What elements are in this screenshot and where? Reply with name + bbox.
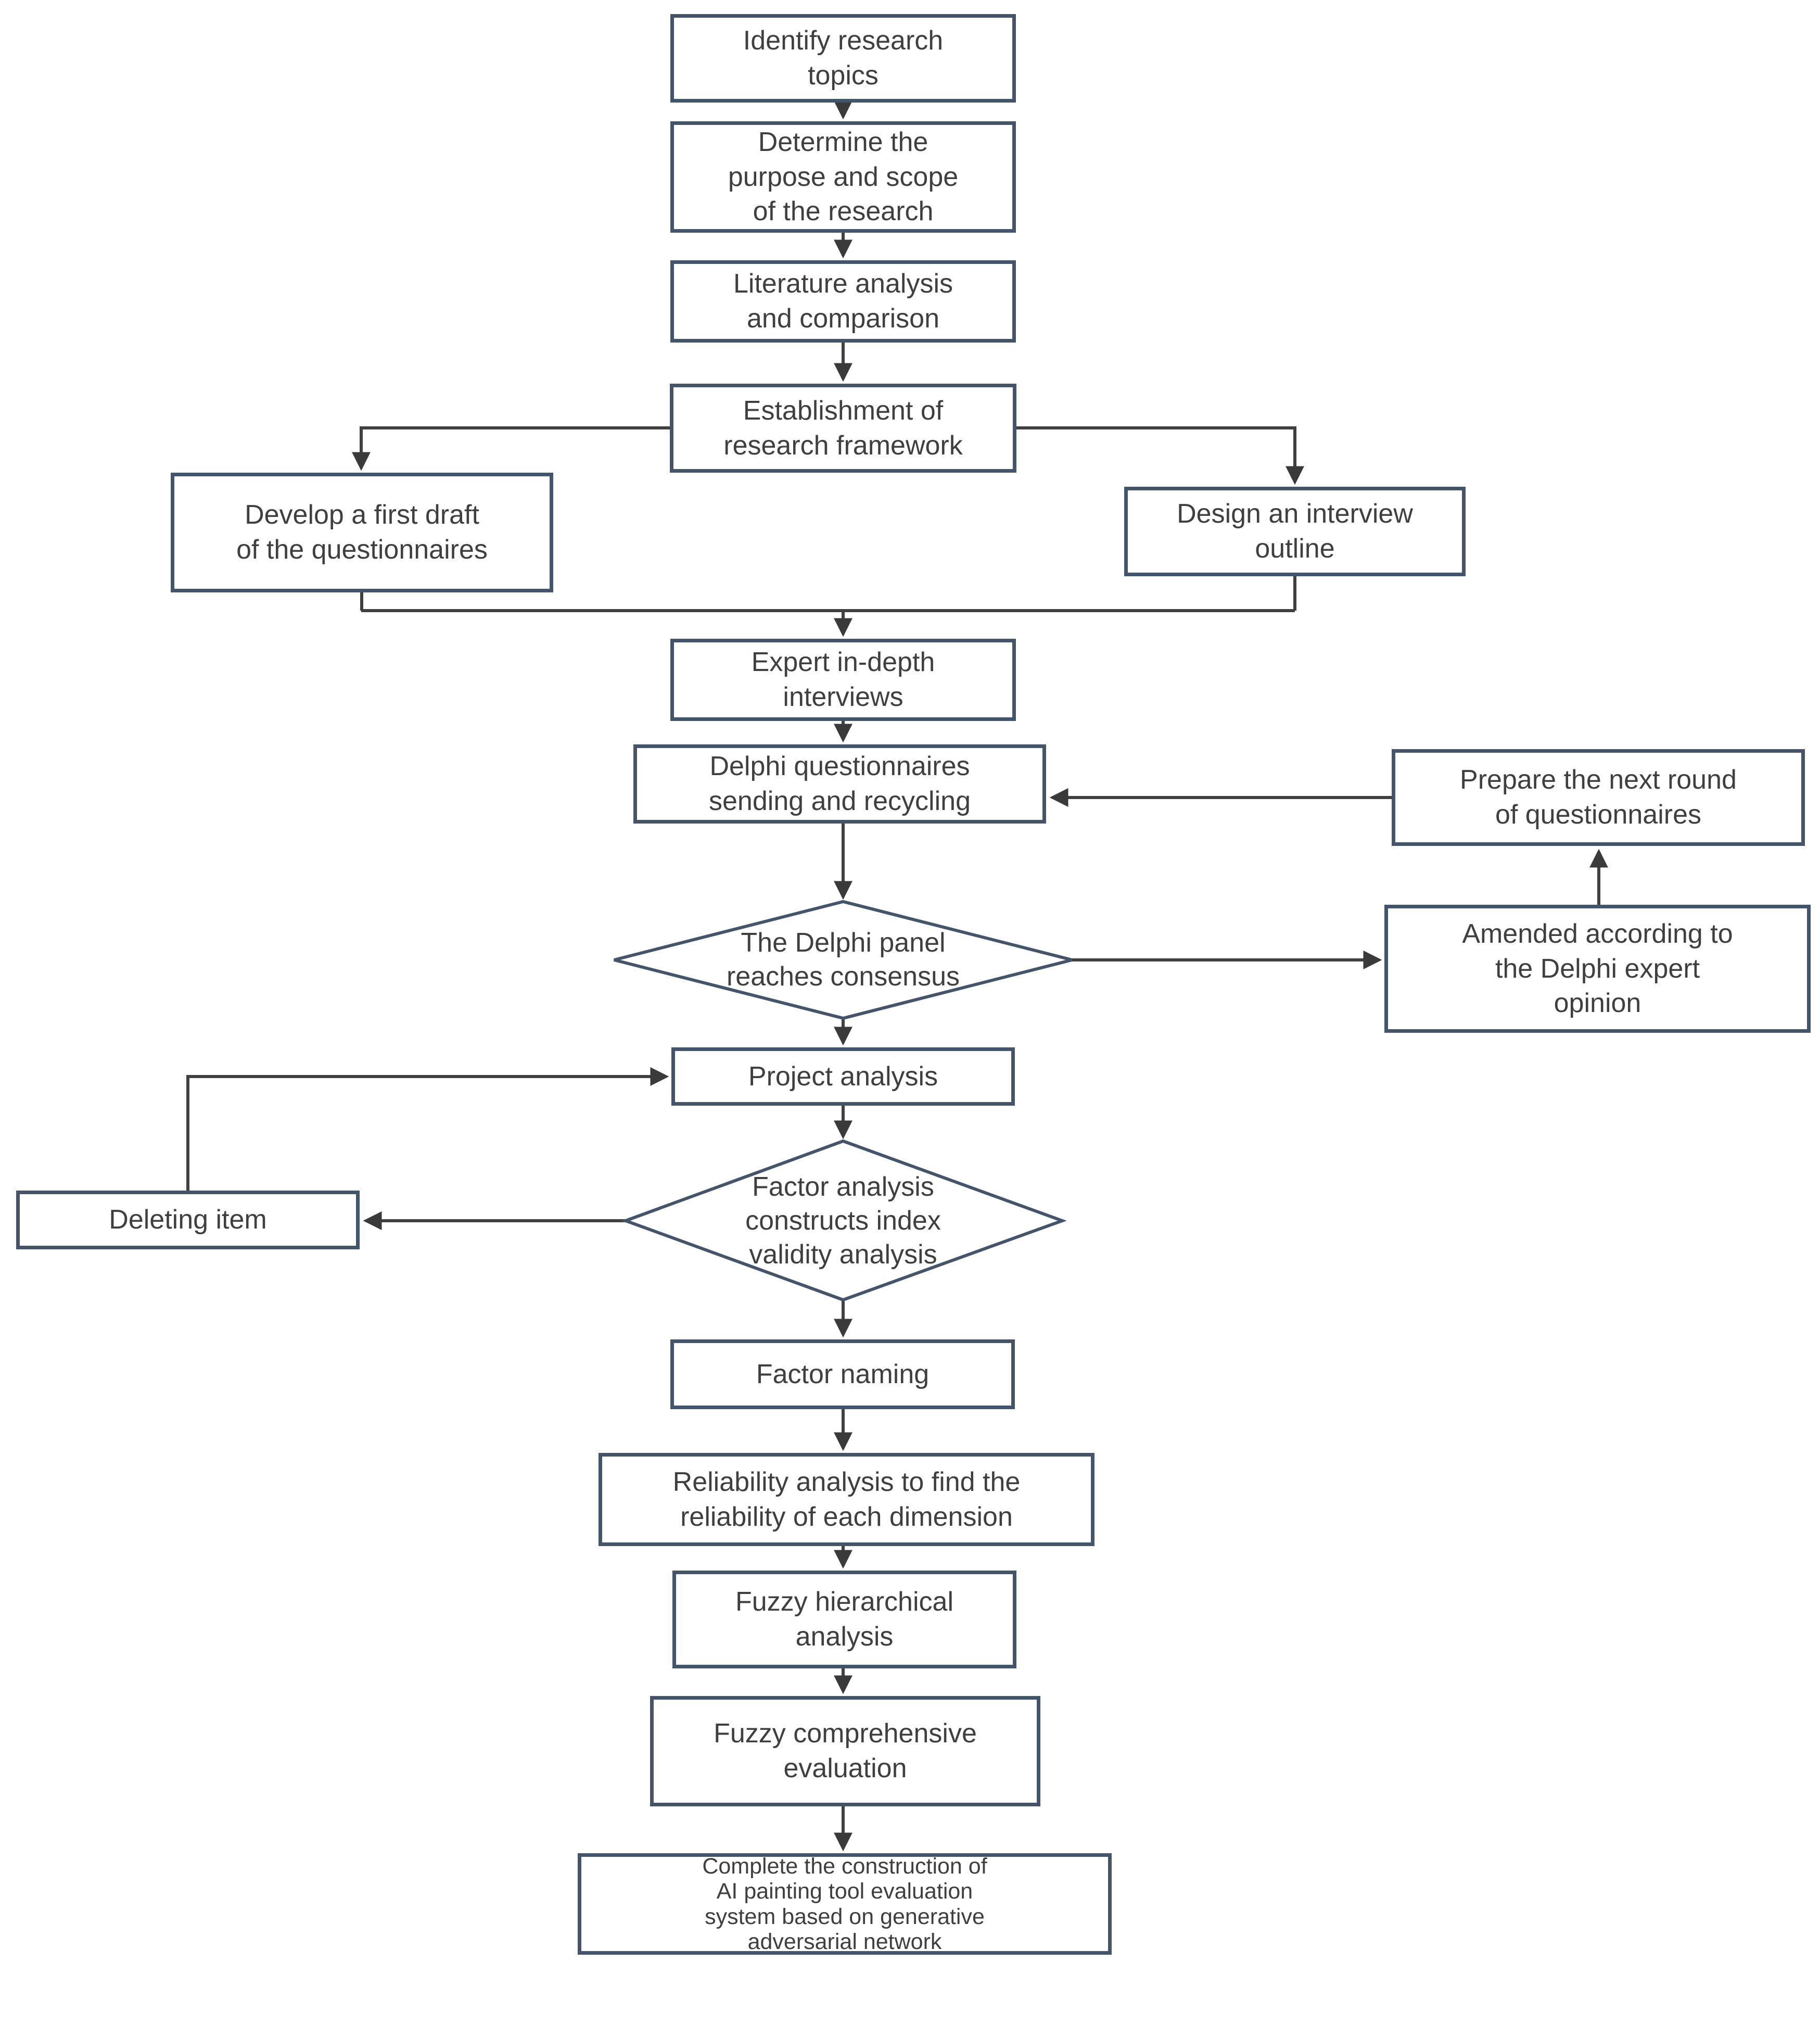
node-design-interview-outline: Design an interview outline (1124, 487, 1466, 576)
node-design-interview-outline-label: Design an interview outline (1177, 499, 1413, 564)
node-literature-analysis-label: Literature analysis and comparison (733, 269, 953, 334)
node-expert-interviews: Expert in-depth interviews (670, 639, 1016, 721)
node-fuzzy-comprehensive-label: Fuzzy comprehensive evaluation (714, 1718, 977, 1783)
decision-delphi-consensus-text: The Delphi panel reaches consensus (726, 928, 960, 992)
connector-establishment-to-design-outline (1016, 426, 1304, 485)
decision-factor-validity-label: Factor analysis constructs index validit… (677, 1160, 1010, 1282)
connector-deleting-item-to-project-analysis (186, 1067, 669, 1191)
node-expert-interviews-label: Expert in-depth interviews (751, 647, 935, 712)
node-determine-purpose-scope: Determine the purpose and scope of the r… (670, 121, 1016, 233)
node-delphi-questionnaires: Delphi questionnaires sending and recycl… (633, 744, 1046, 824)
node-establishment-framework-label: Establishment of research framework (723, 395, 963, 461)
node-fuzzy-comprehensive: Fuzzy comprehensive evaluation (650, 1696, 1040, 1806)
node-identify-research-topics: Identify research topics (670, 14, 1016, 103)
decision-delphi-consensus-shape (614, 900, 1073, 1020)
node-delphi-questionnaires-label: Delphi questionnaires sending and recycl… (709, 751, 971, 816)
node-reliability-analysis: Reliability analysis to find the reliabi… (599, 1453, 1094, 1546)
node-establishment-framework: Establishment of research framework (670, 384, 1016, 473)
connector-establishment-to-develop-draft (352, 426, 670, 471)
decision-delphi-consensus-label: The Delphi panel reaches consensus (666, 915, 1020, 1005)
decision-factor-validity-text: Factor analysis constructs index validit… (745, 1171, 941, 1270)
node-reliability-analysis-label: Reliability analysis to find the reliabi… (672, 1466, 1021, 1532)
node-prepare-next-round: Prepare the next round of questionnaires (1392, 749, 1805, 846)
node-prepare-next-round-label: Prepare the next round of questionnaires (1460, 765, 1737, 830)
node-project-analysis-label: Project analysis (748, 1061, 938, 1092)
node-deleting-item: Deleting item (16, 1191, 360, 1249)
node-factor-naming: Factor naming (670, 1339, 1015, 1409)
node-amended-delphi-opinion: Amended according to the Delphi expert o… (1384, 905, 1811, 1033)
node-project-analysis: Project analysis (671, 1047, 1015, 1106)
node-complete-construction-label: Complete the construction of AI painting… (702, 1854, 987, 1954)
node-develop-first-draft: Develop a first draft of the questionnai… (171, 473, 553, 592)
node-deleting-item-label: Deleting item (109, 1205, 267, 1235)
node-literature-analysis: Literature analysis and comparison (670, 260, 1016, 343)
node-complete-construction: Complete the construction of AI painting… (578, 1853, 1112, 1955)
node-develop-first-draft-label: Develop a first draft of the questionnai… (236, 500, 488, 565)
node-identify-research-topics-label: Identify research topics (743, 26, 944, 91)
node-factor-naming-label: Factor naming (756, 1359, 930, 1389)
decision-factor-validity-shape (621, 1139, 1067, 1302)
node-fuzzy-hierarchical: Fuzzy hierarchical analysis (672, 1571, 1016, 1668)
node-determine-purpose-scope-label: Determine the purpose and scope of the r… (728, 127, 959, 227)
node-fuzzy-hierarchical-label: Fuzzy hierarchical analysis (735, 1587, 954, 1652)
node-amended-delphi-opinion-label: Amended according to the Delphi expert o… (1462, 919, 1733, 1019)
